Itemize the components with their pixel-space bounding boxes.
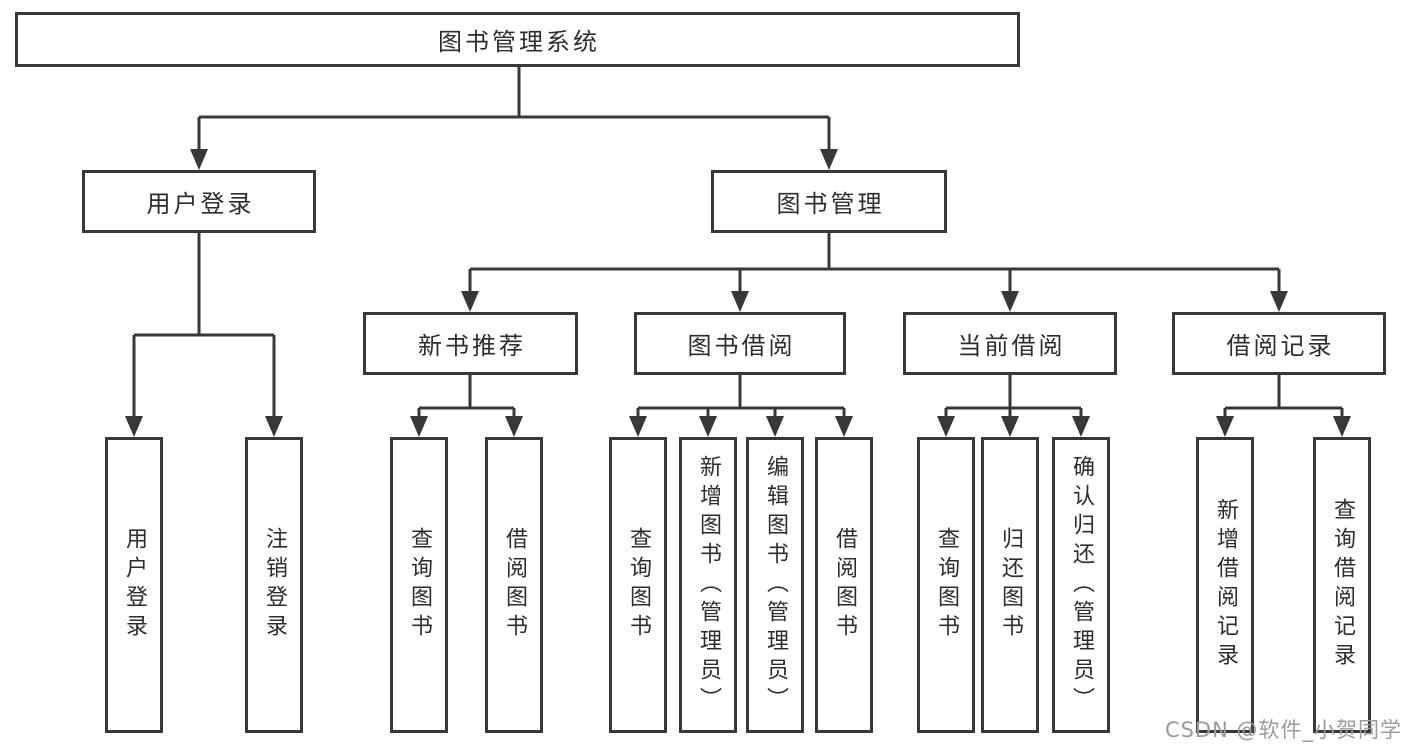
leaf-label: 新增图书（管理员） (696, 454, 721, 716)
node-book-borrowing: 图书借阅 (634, 312, 846, 375)
leaf-return-book: 归还图书 (981, 437, 1039, 733)
leaf-query-borrow-record: 查询借阅记录 (1313, 437, 1371, 733)
leaf-label: 确认归还（管理员） (1069, 454, 1094, 716)
node-label: 新书推荐 (418, 332, 526, 360)
leaf-label: 查询图书 (626, 527, 651, 643)
leaf-label: 查询图书 (934, 527, 959, 643)
node-new-book-recommend: 新书推荐 (363, 312, 578, 375)
node-label: 当前借阅 (957, 332, 1066, 360)
node-current-borrowing: 当前借阅 (903, 312, 1117, 375)
node-label: 用户登录 (146, 190, 255, 218)
leaf-query-books-current: 查询图书 (917, 437, 975, 733)
leaf-user-login: 用户登录 (105, 437, 163, 733)
leaf-add-book-admin: 新增图书（管理员） (679, 437, 737, 733)
node-label: 图书管理系统 (438, 28, 600, 56)
leaf-borrow-books-recommend: 借阅图书 (485, 437, 543, 733)
leaf-label: 查询借阅记录 (1330, 498, 1355, 672)
leaf-query-books-borrowing: 查询图书 (609, 437, 667, 733)
arrowheads (125, 149, 1351, 437)
leaf-edit-book-admin: 编辑图书（管理员） (746, 437, 804, 733)
node-borrowing-records: 借阅记录 (1172, 312, 1386, 375)
leaf-confirm-return-admin: 确认归还（管理员） (1052, 437, 1110, 733)
leaf-borrow-books-borrowing: 借阅图书 (815, 437, 873, 733)
node-book-management: 图书管理 (711, 170, 947, 233)
leaf-label: 借阅图书 (502, 527, 527, 643)
watermark: CSDN @软件_小贺同学 (1164, 718, 1402, 742)
leaf-label: 编辑图书（管理员） (763, 454, 788, 716)
leaf-logout: 注销登录 (245, 437, 303, 733)
leaf-label: 注销登录 (262, 527, 287, 643)
leaf-label: 借阅图书 (832, 527, 857, 643)
leaf-label: 用户登录 (122, 527, 147, 643)
leaf-label: 归还图书 (998, 527, 1023, 643)
node-library-system: 图书管理系统 (15, 12, 1020, 67)
node-label: 图书借阅 (687, 332, 796, 360)
leaf-add-borrow-record: 新增借阅记录 (1196, 437, 1254, 733)
leaf-label: 查询图书 (407, 527, 432, 643)
node-user-login: 用户登录 (82, 170, 316, 233)
leaf-label: 新增借阅记录 (1213, 498, 1238, 672)
leaf-query-books-recommend: 查询图书 (390, 437, 448, 733)
node-label: 借阅记录 (1226, 332, 1335, 360)
node-label: 图书管理 (776, 190, 885, 218)
